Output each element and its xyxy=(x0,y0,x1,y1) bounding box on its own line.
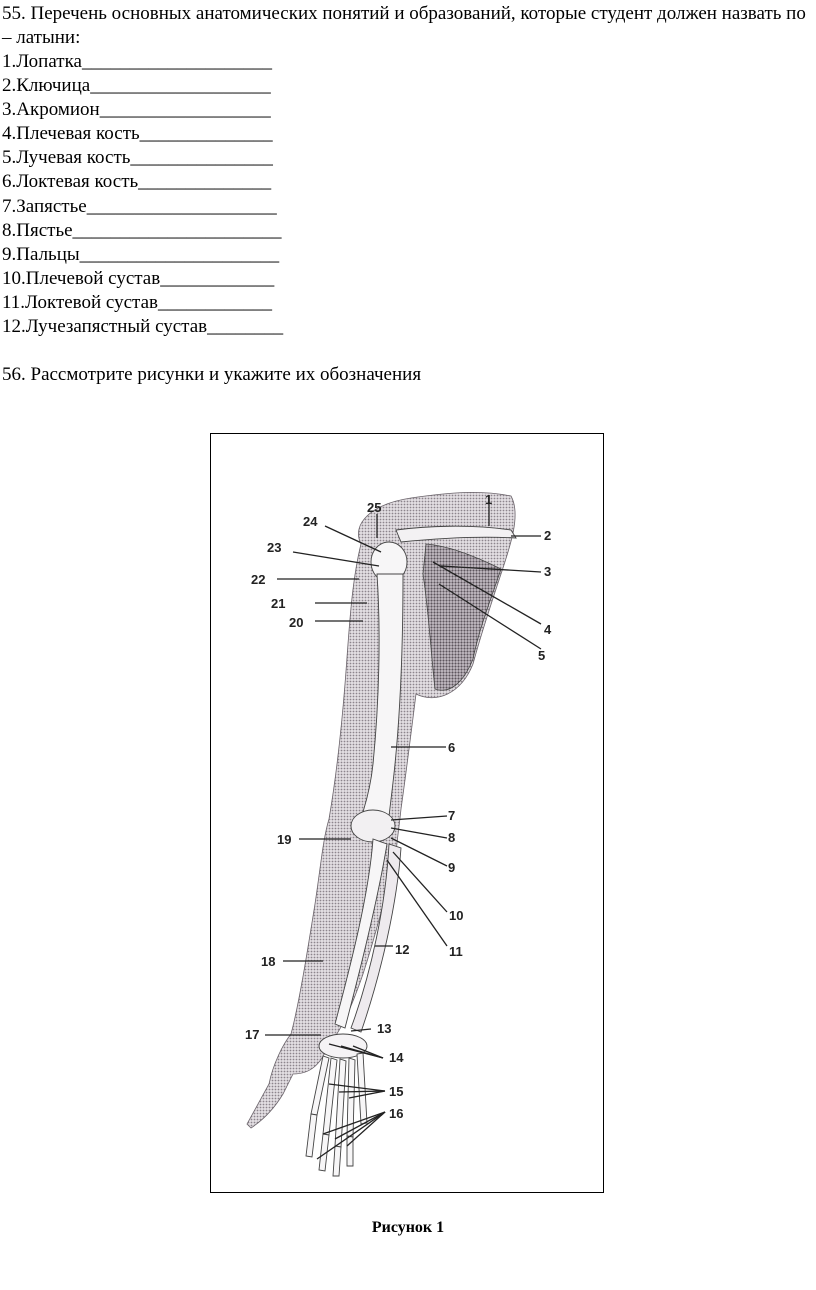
figure-label: 12 xyxy=(395,942,409,957)
list-item: 11.Локтевой сустав____________ xyxy=(2,291,272,313)
figure-label: 20 xyxy=(289,615,303,630)
figure-label: 4 xyxy=(544,622,552,637)
list-item: 1.Лопатка____________________ xyxy=(2,51,272,72)
figure-label: 15 xyxy=(389,1084,403,1099)
list-item: 8.Пястье______________________ xyxy=(2,219,282,241)
figure-label: 24 xyxy=(303,514,318,529)
scapula-shape xyxy=(422,543,502,691)
radius-shape xyxy=(350,843,402,1033)
figure-label: 23 xyxy=(267,540,281,555)
figure-label: 21 xyxy=(271,596,285,611)
figure-label: 14 xyxy=(389,1050,404,1065)
list-item: 12.Лучезапястный сустав________ xyxy=(2,316,284,338)
figure-caption: Рисунок 1 xyxy=(371,1219,445,1236)
figure-label: 10 xyxy=(449,908,463,923)
figure-label: 6 xyxy=(448,740,455,755)
figure-label: 2 xyxy=(544,528,551,543)
figure-label: 5 xyxy=(538,648,545,663)
figure-labels: 1 2 3 4 5 6 7 8 9 10 11 12 13 14 15 16 1… xyxy=(245,492,552,1121)
figure-label: 1 xyxy=(485,492,492,507)
list-item: 5.Лучевая кость_______________ xyxy=(2,147,273,169)
list-item: 6.Локтевая кость______________ xyxy=(2,171,272,193)
list-item: 4.Плечевая кость______________ xyxy=(2,123,273,145)
figure-label: 11 xyxy=(449,944,463,959)
list-item: 10.Плечевой сустав____________ xyxy=(2,267,275,289)
list-item: 9.Пальцы_____________________ xyxy=(2,243,280,265)
figure-label: 17 xyxy=(245,1027,259,1042)
list-item: 7.Запястье____________________ xyxy=(2,195,277,217)
list-item: 2.Ключица___________________ xyxy=(2,75,271,97)
figure-label: 8 xyxy=(448,830,455,845)
figure-label: 16 xyxy=(389,1106,403,1121)
elbow-joint xyxy=(350,809,396,843)
figure-label: 25 xyxy=(367,500,381,515)
question-56-title: 56. Рассмотрите рисунки и укажите их обо… xyxy=(2,364,422,385)
arm-skeleton-figure: 1 2 3 4 5 6 7 8 9 10 11 12 13 14 15 16 1… xyxy=(210,433,604,1193)
leader-lines xyxy=(265,504,542,1160)
figure-label: 3 xyxy=(544,564,551,579)
finger-bones xyxy=(305,1052,368,1177)
question-55-title: 55. Перечень основных анатомических поня… xyxy=(2,3,806,48)
figure-label: 22 xyxy=(251,572,265,587)
arm-skeleton-illustration: 1 2 3 4 5 6 7 8 9 10 11 12 13 14 15 16 1… xyxy=(245,492,552,1177)
figure-label: 7 xyxy=(448,808,455,823)
figure-label: 9 xyxy=(448,860,455,875)
figure-label: 19 xyxy=(277,832,291,847)
list-item: 3.Акромион__________________ xyxy=(2,99,271,121)
figure-label: 18 xyxy=(261,954,275,969)
clavicle-shape xyxy=(395,525,517,543)
ulna-shape xyxy=(334,838,388,1029)
figure-label: 13 xyxy=(377,1021,391,1036)
anatomy-term-list: 1.Лопатка____________________ 2.Ключица_… xyxy=(2,50,283,339)
